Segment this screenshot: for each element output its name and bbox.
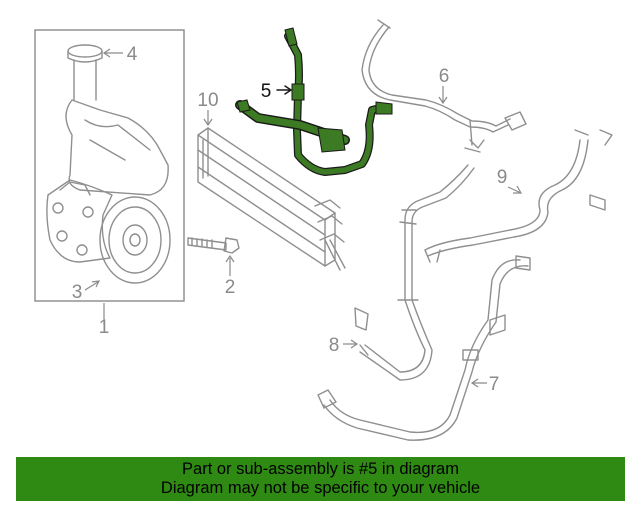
banner-line-2: Diagram may not be specific to your vehi… <box>160 479 481 497</box>
info-banner: Part or sub-assembly is #5 in diagram Di… <box>16 457 625 501</box>
hose-7-part[interactable] <box>317 255 531 441</box>
callout-5[interactable]: 5 <box>261 81 272 102</box>
pump-assembly-frame <box>34 29 185 302</box>
hose-9-part[interactable] <box>424 129 613 263</box>
callout-7[interactable]: 7 <box>489 374 500 395</box>
callout-8[interactable]: 8 <box>329 335 340 356</box>
callout-6[interactable]: 6 <box>439 66 450 87</box>
hose-6-part[interactable] <box>361 19 527 153</box>
hose-8-part[interactable] <box>354 164 475 381</box>
parts-diagram: 1 2 3 4 5 6 7 8 9 10 <box>34 19 613 441</box>
callout-4[interactable]: 4 <box>127 44 138 65</box>
reservoir-cap-part[interactable] <box>67 44 103 101</box>
bolt-part[interactable] <box>187 237 240 254</box>
power-steering-pump-part[interactable] <box>46 99 171 284</box>
highlighted-pressure-hose-part-5[interactable] <box>235 27 393 176</box>
callout-3[interactable]: 3 <box>72 282 83 303</box>
callout-leaders <box>84 48 523 388</box>
callout-9[interactable]: 9 <box>497 167 508 188</box>
callout-10[interactable]: 10 <box>197 90 218 111</box>
callout-2[interactable]: 2 <box>225 277 236 298</box>
banner-line-1: Part or sub-assembly is #5 in diagram <box>182 460 459 478</box>
callout-1[interactable]: 1 <box>99 317 110 338</box>
cooler-part[interactable] <box>197 127 346 271</box>
